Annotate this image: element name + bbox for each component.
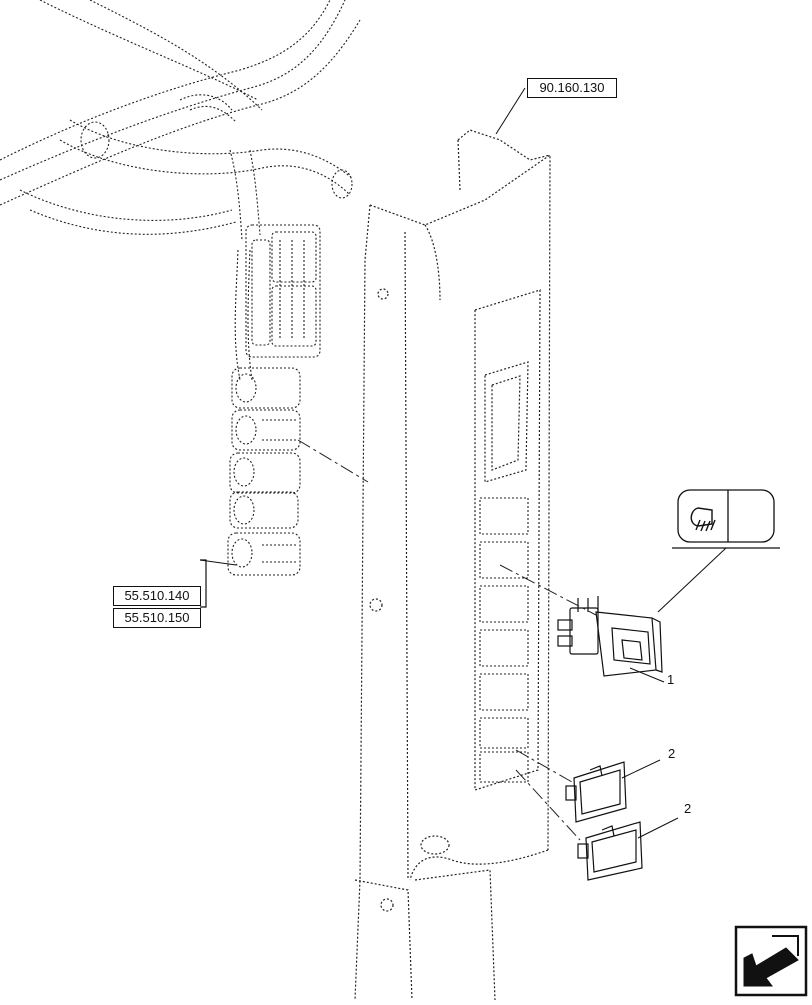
switch-dash-leader <box>499 564 597 616</box>
fuse-relay-block <box>245 224 321 358</box>
ref-top[interactable]: 90.160.130 <box>527 78 617 98</box>
callout-switch: 1 <box>667 672 675 687</box>
switch-slots <box>479 497 529 783</box>
switch-callout-leader <box>629 667 665 683</box>
blank-cover-upper <box>565 761 627 823</box>
callout-cover-upper: 2 <box>668 746 676 761</box>
side-panel <box>354 129 551 1001</box>
back-arrow-icon[interactable] <box>734 925 808 997</box>
callout-cover-lower: 2 <box>684 801 692 816</box>
rocker-switch <box>557 596 663 677</box>
top-ref-leader <box>495 87 526 135</box>
ref-harness-b[interactable]: 55.510.150 <box>113 608 201 628</box>
cover-upper-leader <box>621 759 661 779</box>
ref-harness-a[interactable]: 55.510.140 <box>113 586 201 606</box>
wiring-harness <box>0 0 361 381</box>
cover-lower-leader <box>637 817 679 839</box>
connector-leader <box>297 439 369 483</box>
symbol-leader <box>657 547 727 613</box>
work-light-icon <box>690 507 716 532</box>
blank-cover-lower <box>577 821 643 881</box>
switch-symbol-card <box>672 489 780 549</box>
connector-stack <box>227 367 301 576</box>
